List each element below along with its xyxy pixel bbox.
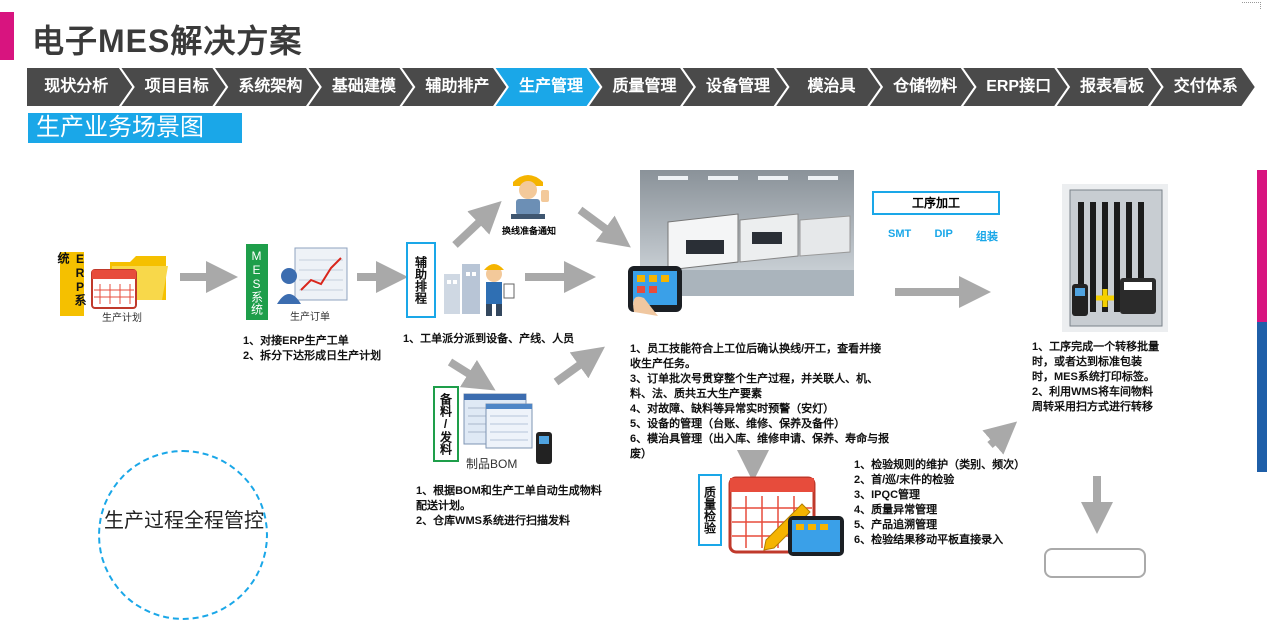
flow-arrows — [180, 201, 1113, 534]
mes-caption: 生产订单 — [290, 312, 330, 323]
erp-system-label: ERP系统 — [56, 252, 87, 316]
process-nav: 现状分析 项目目标 系统架构 基础建模 辅助排产 生产管理 质量管理 设备管理 模治具 仓储物料 E… — [26, 67, 1256, 107]
nav-item-5[interactable]: 辅助排产 — [425, 78, 490, 95]
nav-chevron-9[interactable] — [773, 67, 884, 107]
schedule-label: 辅助排程 — [406, 242, 436, 318]
bom-screen-icon — [463, 393, 552, 464]
factory-production-line-photo — [628, 170, 854, 316]
nav-item-8[interactable]: 设备管理 — [706, 78, 771, 95]
nav-chevron-4[interactable] — [305, 67, 416, 107]
side-bar-blue — [1257, 322, 1267, 472]
arrow-to-material — [447, 358, 496, 391]
quality-description: 1、检验规则的维护（类别、频次） 2、首/巡/末件的检验 3、IPQC管理 4、… — [854, 459, 1026, 546]
worker-building-icon — [444, 264, 515, 316]
quality-label: 质量检验 — [698, 474, 722, 546]
process-item-dip: DIP — [934, 228, 953, 240]
arrow-to-notice — [452, 201, 502, 248]
inspection-calendar-tablet-icon — [728, 476, 844, 556]
nav-item-1[interactable]: 现状分析 — [44, 78, 109, 95]
production-description: 1、员工技能符合上工位后确认换线/开工，查看并接收生产任务。 3、订单批次号贯穿… — [630, 343, 890, 460]
bom-caption: 制品BOM — [466, 457, 518, 471]
next-step-box — [1044, 548, 1146, 578]
mes-description: 1、对接ERP生产工单 2、拆分下达形成日生产计划 — [243, 335, 382, 362]
process-items: SMT DIP 组装 — [888, 228, 998, 244]
side-bar-pink — [1257, 170, 1267, 322]
notice-caption: 换线准备通知 — [502, 226, 557, 236]
nav-item-3[interactable]: 系统架构 — [238, 78, 303, 95]
section-title: 生产业务场景图 — [28, 113, 242, 143]
title-accent-bar — [0, 12, 14, 60]
nav-item-7[interactable]: 质量管理 — [612, 78, 677, 95]
nav-chevrons — [26, 67, 1256, 107]
page-title: 电子MES解决方案 — [32, 23, 303, 59]
material-label: 备料/发料 — [433, 386, 459, 462]
nav-item-13[interactable]: 交付体系 — [1173, 78, 1238, 95]
process-item-assembly: 组装 — [975, 231, 998, 243]
mes-system-label: MES系统 — [246, 244, 268, 320]
nav-chevron-13[interactable] — [1147, 67, 1256, 107]
order-chart-icon — [277, 247, 348, 304]
erp-caption: 生产计划 — [102, 313, 142, 324]
nav-chevron-10[interactable] — [866, 67, 977, 107]
arrow-material-production — [553, 346, 605, 386]
nav-chevron-3[interactable] — [211, 67, 322, 107]
transfer-description: 1、工序完成一个转移批量时，或者达到标准包装时，MES系统打印标签。 2、利用W… — [1032, 341, 1160, 413]
nav-item-12[interactable]: 报表看板 — [1080, 78, 1145, 95]
schedule-description: 1、工单派分派到设备、产线、人员 — [403, 333, 575, 345]
nav-item-2[interactable]: 项目目标 — [144, 78, 209, 95]
circle-label: 生产过程全程管控 — [104, 510, 264, 532]
nav-item-11[interactable]: ERP接口 — [986, 78, 1052, 95]
nav-chevron-2[interactable] — [118, 67, 229, 107]
nav-item-9[interactable]: 模治具 — [807, 78, 856, 95]
nav-chevron-11[interactable] — [960, 67, 1071, 107]
nav-chevron-7[interactable] — [586, 67, 696, 107]
process-title-box: 工序加工 — [872, 191, 1000, 215]
nav-chevron-12[interactable] — [1053, 67, 1164, 107]
thumbs-up-worker-icon — [511, 175, 549, 219]
arrow-quality-transfer — [982, 421, 1018, 455]
nav-chevron-8[interactable] — [679, 67, 790, 107]
material-description: 1、根据BOM和生产工单自动生成物料配送计划。 2、仓库WMS系统进行扫描发料 — [416, 485, 602, 527]
process-item-smt: SMT — [888, 228, 912, 240]
control-circle — [98, 450, 268, 620]
calendar-folder-icon — [91, 256, 168, 309]
arrow-notice-production — [577, 206, 631, 248]
nav-chevron-6[interactable] — [492, 67, 603, 107]
nav-chevron-5[interactable] — [398, 67, 509, 107]
nav-item-10[interactable]: 仓储物料 — [893, 78, 958, 95]
nav-item-6[interactable]: 生产管理 — [518, 78, 583, 95]
nav-item-4[interactable]: 基础建模 — [331, 78, 396, 95]
turnover-rack-printer-image — [1062, 184, 1168, 332]
corner-mark — [1242, 2, 1261, 9]
